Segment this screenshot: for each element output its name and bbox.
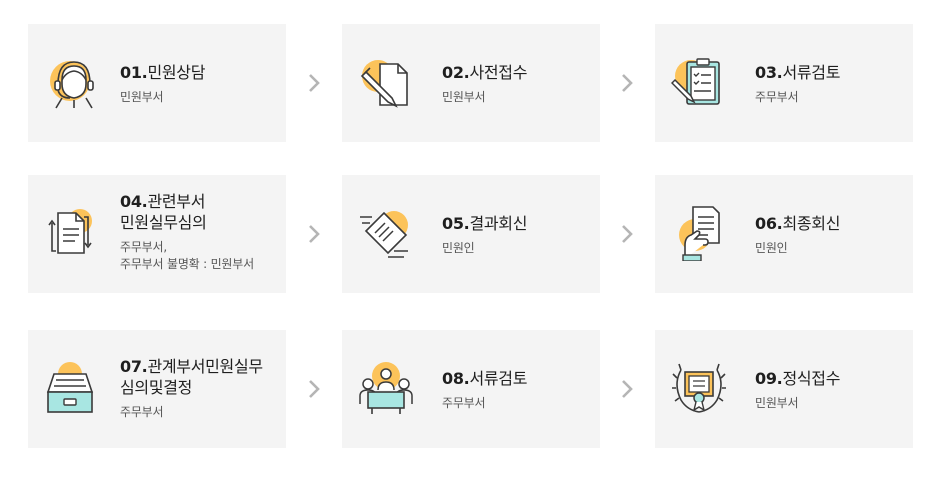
- step-title: 07.관계부서민원실무: [120, 357, 263, 376]
- step-title: 04.관련부서: [120, 192, 206, 211]
- chevron-right-icon: [307, 73, 321, 93]
- step-title: 05.결과회신: [442, 214, 528, 233]
- document-exchange-icon: [44, 205, 100, 261]
- step-text-01: 01.민원상담 민원부서: [120, 62, 205, 106]
- step-text-02: 02.사전접수 민원부서: [442, 62, 527, 106]
- counselor-headset-icon: [44, 54, 100, 110]
- step-text-08: 08.서류검토 주무부서: [442, 368, 527, 412]
- step-subtitle: 민원부서: [442, 90, 486, 104]
- step-card-03: 03.서류검토 주무부서: [655, 24, 913, 142]
- step-title: 01.민원상담: [120, 63, 206, 82]
- step-subtitle: 주무부서: [755, 90, 799, 104]
- chevron-right-icon: [620, 73, 634, 93]
- step-subtitle: 주무부서: [442, 396, 486, 410]
- meeting-table-icon: [358, 360, 414, 416]
- step-card-06: 06.최종회신 민원인: [655, 175, 913, 293]
- step-title-line2: 심의및결정: [120, 378, 193, 397]
- step-title: 08.서류검토: [442, 369, 528, 388]
- step-card-07: 07.관계부서민원실무 심의및결정 주무부서: [28, 330, 286, 448]
- step-title: 03.서류검토: [755, 63, 841, 82]
- step-title: 09.정식접수: [755, 369, 841, 388]
- chevron-right-icon: [620, 379, 634, 399]
- step-card-01: 01.민원상담 민원부서: [28, 24, 286, 142]
- chevron-right-icon: [307, 224, 321, 244]
- hand-document-icon: [671, 205, 727, 261]
- file-drawer-icon: [44, 360, 100, 416]
- step-text-07: 07.관계부서민원실무 심의및결정 주무부서: [120, 356, 263, 421]
- flying-document-icon: [358, 205, 414, 261]
- step-text-09: 09.정식접수 민원부서: [755, 368, 840, 412]
- chevron-right-icon: [620, 224, 634, 244]
- step-subtitle: 민원인: [442, 241, 475, 255]
- clipboard-checklist-icon: [671, 54, 727, 110]
- pen-document-icon: [358, 54, 414, 110]
- step-subtitle: 민원부서: [755, 396, 799, 410]
- step-title: 02.사전접수: [442, 63, 528, 82]
- step-card-08: 08.서류검토 주무부서: [342, 330, 600, 448]
- step-title-line2: 민원실무심의: [120, 213, 207, 232]
- step-text-03: 03.서류검토 주무부서: [755, 62, 840, 106]
- step-subtitle: 민원인: [755, 241, 788, 255]
- step-subtitle: 주무부서,주무부서 불명확 : 민원부서: [120, 240, 254, 271]
- certificate-laurel-icon: [671, 360, 727, 416]
- step-text-05: 05.결과회신 민원인: [442, 213, 527, 257]
- step-text-04: 04.관련부서 민원실무심의 주무부서,주무부서 불명확 : 민원부서: [120, 191, 254, 273]
- step-text-06: 06.최종회신 민원인: [755, 213, 840, 257]
- step-card-02: 02.사전접수 민원부서: [342, 24, 600, 142]
- step-subtitle: 민원부서: [120, 90, 164, 104]
- step-subtitle: 주무부서: [120, 405, 164, 419]
- step-card-04: 04.관련부서 민원실무심의 주무부서,주무부서 불명확 : 민원부서: [28, 175, 286, 293]
- chevron-right-icon: [307, 379, 321, 399]
- step-card-09: 09.정식접수 민원부서: [655, 330, 913, 448]
- step-card-05: 05.결과회신 민원인: [342, 175, 600, 293]
- step-title: 06.최종회신: [755, 214, 841, 233]
